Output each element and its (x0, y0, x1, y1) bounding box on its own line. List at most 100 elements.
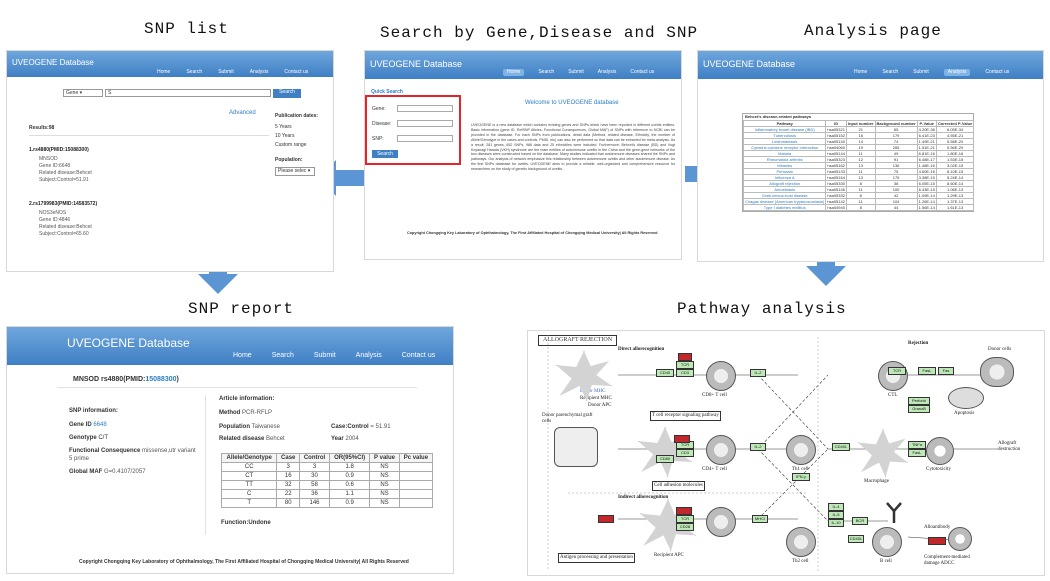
gene-box[interactable]: TCR (676, 361, 694, 369)
list-item: 2.rs1799983(PMID:14583572) NOS3eNOS Gene… (29, 201, 97, 238)
cd4-t-cell-icon (706, 435, 736, 465)
search-type-select[interactable]: Gene ▾ (63, 89, 103, 97)
gene-box[interactable]: CD40L (832, 443, 850, 451)
gene-box[interactable]: IL-5 (828, 511, 844, 519)
snp-info-heading: SNP information: (69, 408, 118, 414)
nav-search[interactable]: Search (271, 352, 294, 359)
search-input[interactable]: S (105, 89, 271, 97)
nav-contact[interactable]: Contact us (985, 69, 1010, 75)
pub-option[interactable]: 5 Years (275, 124, 292, 130)
gene-box[interactable]: Perforin (908, 397, 930, 405)
tcell-signaling-box[interactable]: T cell receptor signaling pathway (650, 411, 721, 421)
nav-analysis[interactable]: Analysis (597, 69, 617, 75)
gene-box[interactable]: CD40 (656, 369, 674, 377)
gene-box[interactable]: IL-10 (828, 519, 844, 527)
gene-box[interactable]: CD3 (676, 449, 694, 457)
list-item-title[interactable]: 1.rs4880(PMID:15088300) (29, 147, 89, 153)
table-cell: 32 (276, 480, 301, 490)
table-header: Control (299, 453, 330, 463)
nav-contact[interactable]: Contact us (284, 69, 309, 75)
gene-id-link[interactable]: 6648 (93, 422, 107, 428)
cd8-label: CD8+ T cell (702, 393, 727, 398)
table-cell: hsa05144 (825, 150, 847, 157)
nav-search[interactable]: Search (538, 69, 555, 75)
functional-value: missense,utr variant 5 prime (69, 448, 196, 462)
nav-analysis[interactable]: Analysis (355, 352, 382, 359)
gene-box[interactable]: BCR (852, 517, 868, 525)
pathway-link[interactable]: Chagas disease (American trypanosomiasis… (742, 198, 827, 205)
population-select[interactable]: Please selec ▾ (275, 167, 315, 176)
search-button[interactable]: Search (273, 89, 301, 98)
pmid-link[interactable]: 15088300 (145, 376, 177, 383)
b-cell-label: B cell (880, 559, 892, 564)
gene-box[interactable]: TCR (676, 515, 694, 523)
pub-option[interactable]: 10 Years (275, 133, 295, 139)
table-cell: hsa05146 (825, 186, 847, 193)
advanced-link[interactable]: Advanced (229, 110, 256, 116)
nav-contact[interactable]: Contact us (401, 352, 436, 359)
pathway-link[interactable]: Type I diabetes mellitus (742, 204, 827, 211)
table-cell: CC (220, 462, 278, 472)
table-cell: T (220, 498, 278, 508)
search-button[interactable]: Search (372, 150, 398, 158)
nav-home[interactable]: Home (157, 69, 171, 75)
gene-input[interactable] (397, 105, 453, 112)
gene-box[interactable]: TNFα (908, 441, 926, 449)
nav-submit[interactable]: Submit (913, 69, 929, 75)
pathway-table-title: Behcet's disease-related pathways (745, 114, 812, 119)
allograft-label: Allograft destruction (998, 441, 1021, 452)
caption-snp-list: SNP list (144, 20, 229, 38)
nav-submit[interactable]: Submit (568, 69, 584, 75)
intro-text: UVEOGENE is a new database which contain… (471, 123, 675, 172)
pub-dates-label: Publication dates: (275, 113, 319, 119)
table-cell: NS (369, 498, 400, 508)
target-cell-icon (926, 437, 954, 465)
nav-analysis[interactable]: Analysis (249, 69, 269, 75)
gene-box[interactable]: MHCI (752, 515, 768, 523)
gene-box[interactable]: TCR (888, 367, 906, 375)
pub-option[interactable]: Custom range (275, 142, 307, 148)
nav-contact[interactable]: Contact us (630, 69, 655, 75)
gene-box[interactable]: CD3 (676, 369, 694, 377)
recipient-apc-label: Recipient APC (654, 553, 684, 558)
table-header: Case (276, 453, 301, 463)
nav-search[interactable]: Search (186, 69, 203, 75)
table-cell: NS (369, 462, 400, 472)
gene-box[interactable]: FasL (908, 449, 926, 457)
cd4-label: CD4+ T cell (702, 467, 727, 472)
nav-submit[interactable]: Submit (218, 69, 234, 75)
gene-box[interactable]: IL-2 (750, 443, 766, 451)
snp-input[interactable] (397, 135, 453, 142)
function-label: Function:Undone (221, 520, 271, 526)
pathway-link[interactable]: Cytokine-cytokine receptor interaction (742, 144, 827, 151)
table-header: Background number (874, 120, 918, 127)
rejection-label: Rejection (908, 341, 929, 346)
gene-box[interactable]: Fas (938, 367, 954, 375)
gene-box[interactable]: CD40L (848, 535, 864, 543)
gene-box[interactable]: IFN-γ (792, 473, 810, 481)
pathway-link[interactable]: Inflammatory bowel disease (IBD) (742, 126, 827, 133)
nav-home[interactable]: Home (854, 69, 868, 75)
table-cell: hsa05152 (825, 132, 847, 139)
gene-box[interactable]: GranzB (908, 405, 930, 413)
donor-parenchymal-icon (554, 427, 598, 467)
gene-box[interactable]: CD80 (656, 455, 674, 463)
table-cell: hsa04940 (825, 204, 847, 211)
antigen-processing-box[interactable]: Antigen processing and presentation (558, 553, 635, 563)
nav-submit[interactable]: Submit (313, 352, 336, 359)
gene-box[interactable]: IL-2 (750, 369, 766, 377)
nav-search[interactable]: Search (882, 69, 899, 75)
list-item-title[interactable]: 2.rs1799983(PMID:14583572) (29, 201, 98, 207)
nav-analysis[interactable]: Analysis (943, 69, 971, 76)
table-cell: 4.60E-16 (916, 168, 937, 175)
disease-input[interactable] (397, 120, 453, 127)
brand-title: UVEOGENE Database (703, 59, 796, 69)
nav-home[interactable]: Home (503, 69, 525, 76)
gene-box[interactable]: CD28 (676, 523, 694, 531)
gene-box[interactable]: FasL (918, 367, 936, 375)
nav-home[interactable]: Home (233, 352, 252, 359)
gene-box[interactable]: IL-4 (828, 503, 844, 511)
adhesion-box[interactable]: Cell adhesion molecules (652, 481, 705, 491)
